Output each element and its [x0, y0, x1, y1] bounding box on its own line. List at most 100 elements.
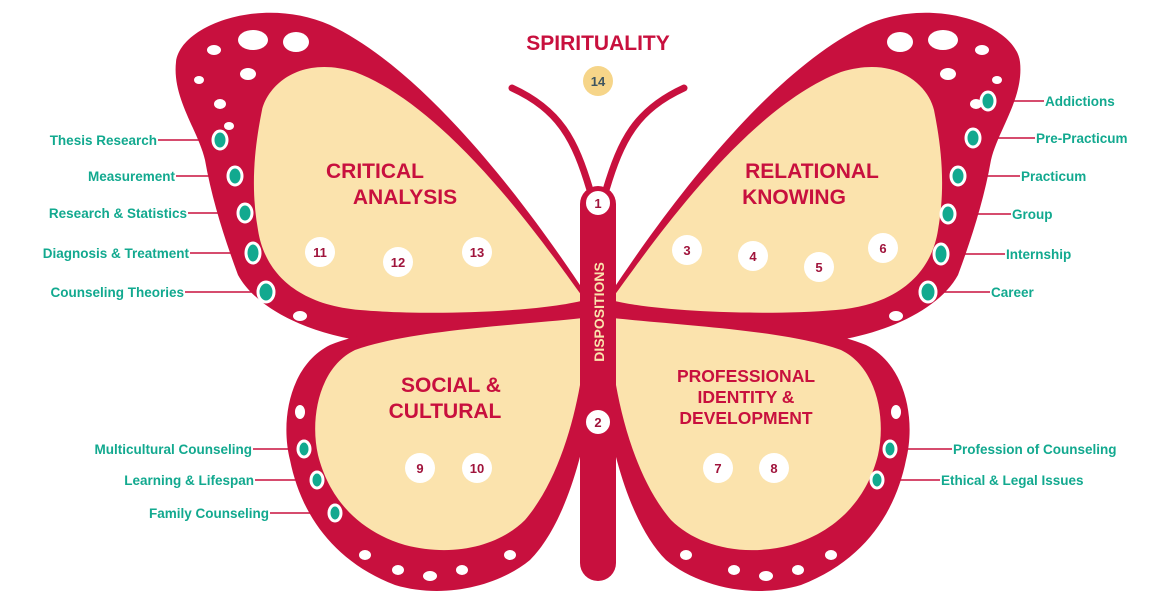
number-6: 6	[879, 241, 886, 256]
label-family-counseling: Family Counseling	[149, 506, 269, 521]
number-circles: 11 12 13 3 4 5 6 9 10 7 8	[305, 233, 898, 483]
number-5: 5	[815, 260, 822, 275]
connector-dot	[939, 203, 957, 225]
number-badge: 9	[405, 453, 435, 483]
body-number-1-circle	[584, 189, 612, 217]
wing-spot	[889, 311, 903, 321]
wing-spot	[928, 30, 958, 50]
label-ethical-legal-issues: Ethical & Legal Issues	[941, 473, 1084, 488]
number-badge: 4	[738, 241, 768, 271]
dispositions-label: DISPOSITIONS	[591, 262, 607, 362]
wing-spot	[295, 405, 305, 419]
wing-spot	[456, 565, 468, 575]
spirituality: SPIRITUALITY 14	[526, 32, 670, 96]
wing-spot	[728, 565, 740, 575]
upper-left-wing-fill	[253, 67, 586, 313]
wing-spot	[240, 68, 256, 80]
connector-dot	[256, 280, 276, 304]
butterfly-body: 1 2 DISPOSITIONS	[580, 186, 616, 581]
critical-analysis-title-1: CRITICAL	[326, 160, 424, 183]
label-group: Group	[1012, 207, 1053, 222]
wing-spot	[504, 550, 516, 560]
label-research-statistics: Research & Statistics	[49, 206, 187, 221]
wing-spot	[940, 68, 956, 80]
wing-spot	[887, 32, 913, 52]
label-measurement: Measurement	[88, 169, 176, 184]
wing-spot	[238, 30, 268, 50]
label-learning-lifespan: Learning & Lifespan	[124, 473, 254, 488]
professional-title-1: PROFESSIONAL	[677, 366, 815, 386]
connector-dot	[211, 129, 229, 151]
number-11: 11	[313, 245, 327, 260]
wing-spot	[359, 550, 371, 560]
critical-analysis-title-2: ANALYSIS	[353, 186, 457, 209]
connector-dot	[309, 470, 325, 490]
course-labels: Thesis Research Measurement Research & S…	[43, 94, 1128, 521]
number-3: 3	[683, 243, 690, 258]
number-badge: 5	[804, 252, 834, 282]
label-thesis-research: Thesis Research	[50, 133, 157, 148]
connector-dot	[932, 242, 950, 266]
wing-titles: CRITICAL ANALYSIS RELATIONAL KNOWING SOC…	[326, 160, 879, 428]
spirituality-title: SPIRITUALITY	[526, 32, 670, 55]
connector-dot	[964, 127, 982, 149]
connector-dots	[211, 90, 997, 523]
wing-spot	[759, 571, 773, 581]
connector-dot	[882, 439, 898, 459]
social-cultural-title-1: SOCIAL &	[401, 374, 501, 397]
number-badge: 3	[672, 235, 702, 265]
wing-spot	[283, 32, 309, 52]
connector-dot	[244, 241, 262, 265]
connector-dot	[979, 90, 997, 112]
body-number-1: 1	[594, 196, 601, 211]
number-9: 9	[416, 461, 423, 476]
connector-dot	[226, 165, 244, 187]
connector-dot	[296, 439, 312, 459]
number-badge: 12	[383, 247, 413, 277]
relational-knowing-title-1: RELATIONAL	[745, 160, 879, 183]
relational-knowing-title-2: KNOWING	[742, 186, 846, 209]
label-diagnosis-treatment: Diagnosis & Treatment	[43, 246, 190, 261]
wing-spots	[194, 30, 1002, 581]
wing-spot	[970, 99, 982, 109]
spirituality-number-circle	[583, 66, 613, 96]
right-antenna	[602, 84, 688, 194]
label-multicultural-counseling: Multicultural Counseling	[95, 442, 253, 457]
label-profession-of-counseling: Profession of Counseling	[953, 442, 1117, 457]
wing-spot	[975, 45, 989, 55]
spirituality-number: 14	[591, 74, 606, 89]
connector-dot	[327, 503, 343, 523]
connector-dot	[869, 470, 885, 490]
body-number-2-circle	[584, 408, 612, 436]
wing-spot	[207, 45, 221, 55]
wing-spot	[680, 550, 692, 560]
professional-title-2: IDENTITY &	[698, 387, 795, 407]
wing-spot	[194, 76, 204, 84]
wing-spot	[423, 571, 437, 581]
wing-spot	[825, 550, 837, 560]
lower-right-wing-fill	[611, 318, 881, 551]
number-badge: 6	[868, 233, 898, 263]
connector-dot	[949, 165, 967, 187]
wing-spot	[214, 99, 226, 109]
connectors	[158, 100, 1044, 514]
connector-dot	[918, 280, 938, 304]
wing-spot	[293, 311, 307, 321]
label-pre-practicum: Pre-Practicum	[1036, 131, 1128, 146]
wing-spot	[792, 565, 804, 575]
number-10: 10	[470, 461, 484, 476]
label-career: Career	[991, 285, 1035, 300]
number-badge: 11	[305, 237, 335, 267]
label-counseling-theories: Counseling Theories	[50, 285, 184, 300]
number-7: 7	[714, 461, 721, 476]
professional-title-3: DEVELOPMENT	[679, 408, 813, 428]
number-8: 8	[770, 461, 777, 476]
number-badge: 7	[703, 453, 733, 483]
lower-left-wing-fill	[315, 318, 585, 551]
number-4: 4	[749, 249, 757, 264]
wing-spot	[224, 122, 234, 130]
social-cultural-title-2: CULTURAL	[389, 400, 502, 423]
number-badge: 10	[462, 453, 492, 483]
wing-spot	[891, 405, 901, 419]
